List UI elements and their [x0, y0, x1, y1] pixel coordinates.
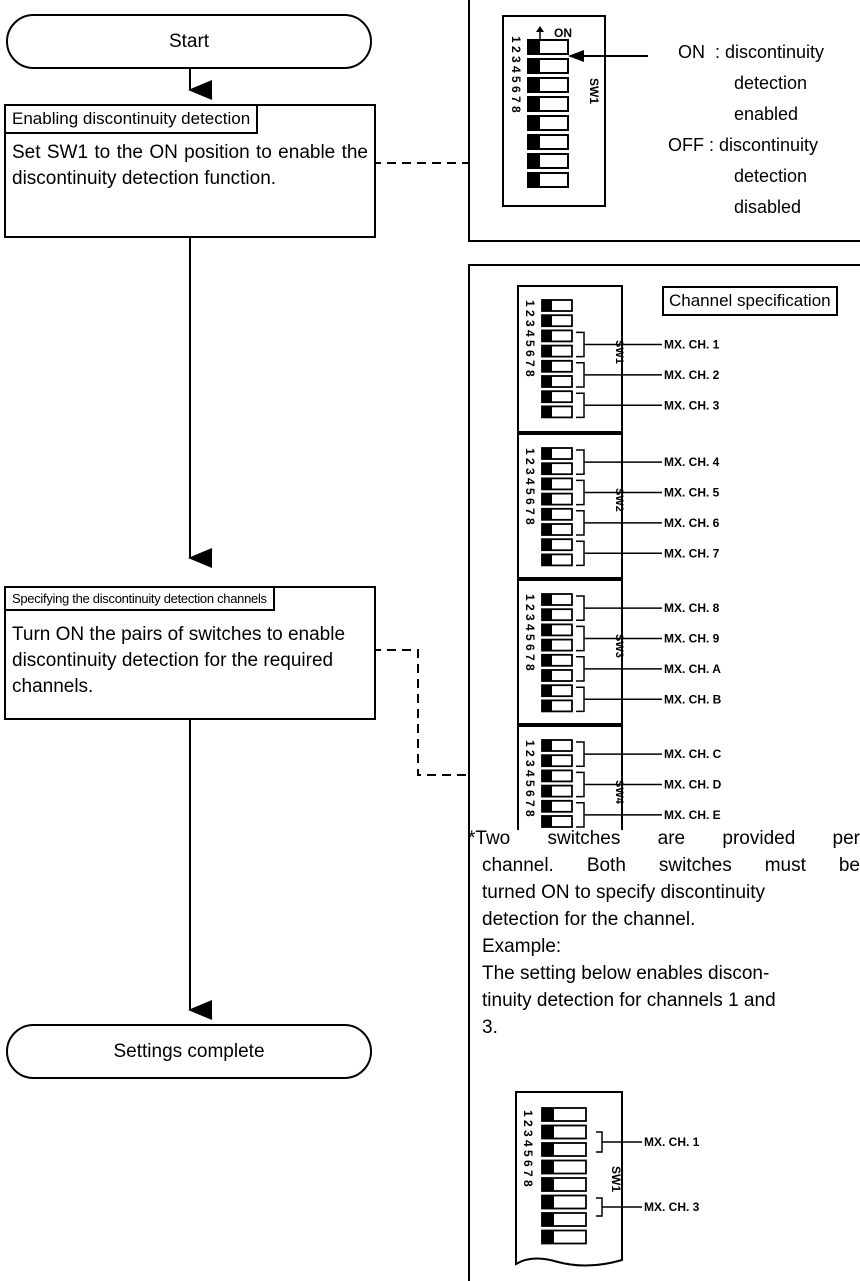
channel-label-8: MX. CH. 8: [664, 601, 720, 615]
channel-label-13: MX. CH. D: [664, 778, 722, 792]
step-specify-channels-header: Specifying the discontinuity detection c…: [6, 588, 275, 611]
channel-label-11: MX. CH. B: [664, 692, 722, 706]
step-specify-channels-body: Turn ON the pairs of switches to enable …: [12, 624, 346, 697]
switch-block-sw4: 1 2 3 4 5 6 7 8 SW4 MX. CH. C MX. CH. D MX. …: [517, 725, 722, 830]
example-ch-3: MX. CH. 3: [644, 1200, 700, 1214]
legend-off-line1: OFF : discontinuity: [668, 135, 819, 155]
channel-note: *Two switches are provided per channel. …: [468, 825, 860, 1041]
panel1-switch-diagram: 1 2 3 4 5 6 7 8 ON SW1: [502, 15, 648, 207]
channel-label-4: MX. CH. 4: [664, 455, 720, 469]
example-switch-diagram: 1 2 3 4 5 6 7 8 SW1 MX. CH. 1 MX. CH. 3: [515, 1091, 700, 1267]
legend-on-line3: enabled: [734, 104, 799, 124]
note-line-8: 3.: [482, 1017, 498, 1038]
channel-spec-title: Channel specification: [662, 286, 838, 316]
sw1-numbers: 1 2 3 4 5 6 7 8: [509, 36, 523, 113]
switch-name-sw1: SW1: [613, 340, 625, 364]
channel-label-2: MX. CH. 2: [664, 368, 720, 382]
end-terminal: Settings complete: [6, 1024, 372, 1079]
sw1-name: SW1: [587, 78, 601, 104]
step-enable-detection: Enabling discontinuity detection Set SW1…: [4, 104, 376, 238]
channel-label-5: MX. CH. 5: [664, 486, 720, 500]
switch-name-sw3: SW3: [613, 634, 625, 658]
channel-switch-diagram: 1 2 3 4 5 6 7 8 SW1 MX. CH. 1 MX. CH. 2 MX. …: [517, 285, 722, 830]
switch-numbers-4: 1 2 3 4 5 6 7 8: [523, 740, 537, 817]
note-line-5: Example:: [482, 936, 562, 957]
channel-label-10: MX. CH. A: [664, 662, 721, 676]
channel-label-3: MX. CH. 3: [664, 398, 720, 412]
step-enable-detection-body: Set SW1 to the ON position to enable the…: [12, 142, 368, 189]
example-switch-name: SW1: [609, 1166, 623, 1192]
switch-block-sw1: 1 2 3 4 5 6 7 8 SW1 MX. CH. 1 MX. CH. 2 MX. …: [517, 285, 720, 433]
start-terminal: Start: [6, 14, 372, 69]
note-line-7: tinuity detection for channels 1 and: [482, 990, 776, 1011]
channel-label-9: MX. CH. 9: [664, 632, 720, 646]
note-line-1: *Two switches are provided per: [468, 828, 860, 849]
legend-on-line1: ON : discontinuity: [678, 42, 825, 62]
step-enable-detection-header: Enabling discontinuity detection: [6, 106, 259, 134]
channel-label-7: MX. CH. 7: [664, 546, 720, 560]
channel-label-6: MX. CH. 6: [664, 516, 720, 530]
sw1-toggles: [527, 39, 569, 188]
switch-name-sw4: SW4: [613, 780, 625, 805]
switch-numbers-1: 1 2 3 4 5 6 7 8: [523, 300, 537, 377]
start-label: Start: [168, 30, 210, 52]
legend-off-line3: disabled: [734, 197, 802, 217]
note-line-3: turned ON to specify discontinuity: [482, 882, 766, 903]
example-ch-1: MX. CH. 1: [644, 1135, 700, 1149]
panel1-legend: ON : discontinuity detection enabled OFF…: [648, 37, 860, 223]
example-switch-numbers: 1 2 3 4 5 6 7 8: [521, 1110, 535, 1187]
step-specify-channels: Specifying the discontinuity detection c…: [4, 586, 376, 720]
note-line-4: detection for the channel.: [482, 909, 696, 930]
end-label: Settings complete: [113, 1040, 265, 1062]
on-label: ON: [554, 26, 572, 40]
switch-name-sw2: SW2: [613, 488, 625, 512]
legend-off-line2: detection: [734, 166, 808, 186]
channel-label-1: MX. CH. 1: [664, 338, 720, 352]
channel-label-14: MX. CH. E: [664, 808, 721, 822]
note-line-2: channel. Both switches must be: [482, 855, 860, 876]
switch-block-sw3: 1 2 3 4 5 6 7 8 SW3 MX. CH. 8 MX. CH. 9 MX. …: [517, 579, 722, 725]
switch-block-sw2: 1 2 3 4 5 6 7 8 SW2 MX. CH. 4 MX. CH. 5 MX. …: [517, 433, 720, 579]
legend-on-line2: detection: [734, 73, 808, 93]
note-line-6: The setting below enables discon-: [482, 963, 770, 984]
switch-numbers-3: 1 2 3 4 5 6 7 8: [523, 594, 537, 671]
switch-numbers-2: 1 2 3 4 5 6 7 8: [523, 448, 537, 525]
channel-label-12: MX. CH. C: [664, 747, 722, 761]
